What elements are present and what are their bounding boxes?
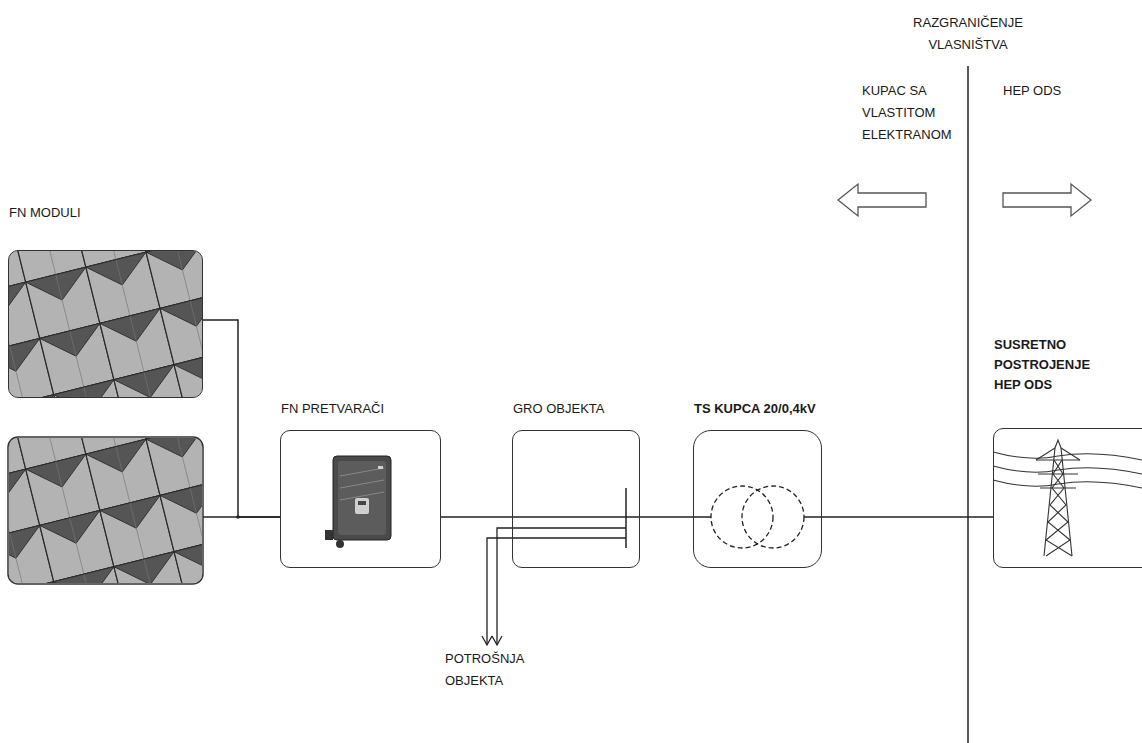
consumption-feed: [482, 528, 626, 645]
equipment-box: TS KUPCA 20/0,4kV: [693, 430, 822, 568]
solar-panel: [9, 438, 202, 583]
equipment-box: FN PRETVARAČI: [280, 430, 441, 568]
ownership-label: HEP ODS: [1003, 80, 1103, 102]
module-box: FN MODULI: [8, 250, 203, 398]
right-arrow: [1003, 184, 1091, 216]
ownership-label: RAZGRANIČENJE VLASNIŠTVA: [893, 12, 1043, 56]
node-heading: FN MODULI: [9, 203, 81, 223]
left-arrow: [838, 184, 926, 216]
solar-panel: [9, 251, 202, 397]
distribution-busbar: [512, 488, 640, 548]
power-line: [640, 516, 693, 518]
equipment-box: GRO OBJEKTA: [512, 430, 640, 568]
consumption-label: POTROŠNJA OBJEKTA: [445, 648, 545, 692]
power-line: [822, 516, 993, 518]
node-heading: FN PRETVARAČI: [281, 399, 384, 419]
module-box: [8, 437, 203, 584]
node-heading: TS KUPCA 20/0,4kV: [694, 399, 816, 419]
ownership-label: KUPAC SA VLASTITOM ELEKTRANOM: [862, 80, 958, 146]
pylon-symbol: [993, 440, 1142, 556]
inverter-symbol: [325, 456, 391, 548]
ownership-divider: [967, 66, 969, 743]
node-heading: SUSRETNO POSTROJENJE HEP ODS: [994, 335, 1119, 395]
power-line: [203, 320, 280, 517]
transformer-symbol: [693, 486, 822, 548]
substation-box: SUSRETNO POSTROJENJE HEP ODS: [993, 428, 1142, 568]
power-line: [441, 516, 512, 518]
node-heading: GRO OBJEKTA: [513, 399, 605, 419]
